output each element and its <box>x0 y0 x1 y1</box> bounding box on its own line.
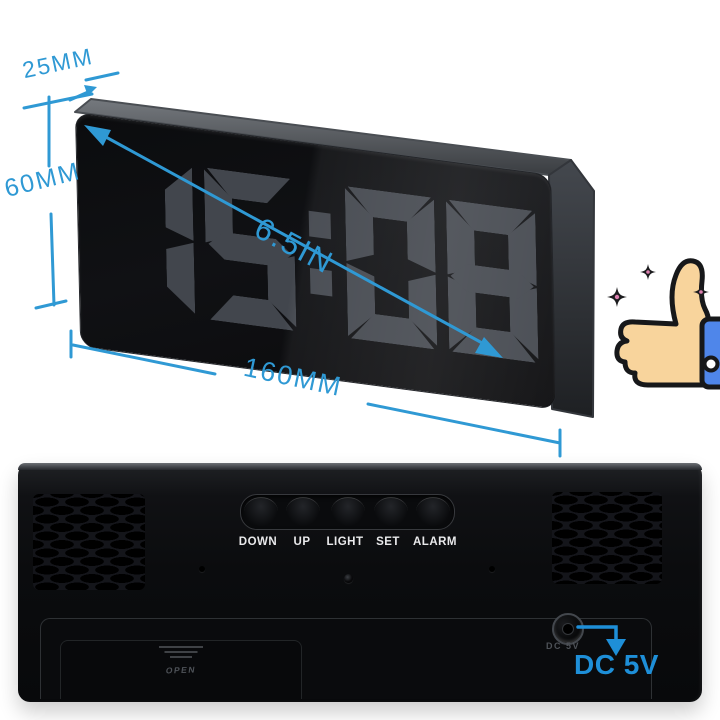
dc-voltage-callout: DC 5V <box>574 649 659 680</box>
clock-side-face <box>548 159 595 418</box>
button-label-up: UP <box>293 536 311 548</box>
dc-jack-port <box>552 613 584 645</box>
dc-arrow <box>576 625 626 656</box>
clock-back-panel: DOWN UP LIGHT SET ALARM OPEN DC 5V DC 5V <box>18 463 702 702</box>
dc-jack-pin-hole <box>562 623 574 635</box>
speaker-grille-right <box>552 492 662 584</box>
button-down <box>244 497 278 526</box>
button-label-down: DOWN <box>238 536 278 548</box>
speaker-grille-left <box>33 494 145 590</box>
vent-hole-right <box>489 566 495 572</box>
button-alarm <box>416 497 450 526</box>
vent-hole-left <box>199 566 205 572</box>
button-up <box>286 497 320 526</box>
button-label-set: SET <box>376 536 400 548</box>
battery-door-open-label: OPEN <box>165 664 197 676</box>
screw <box>344 574 353 583</box>
button-tray <box>240 494 455 530</box>
battery-door: OPEN <box>60 640 302 699</box>
button-label-alarm: ALARM <box>412 536 458 548</box>
button-label-light: LIGHT <box>326 536 364 548</box>
top-edge-bevel <box>18 463 702 470</box>
button-light <box>331 497 365 526</box>
button-set <box>374 497 408 526</box>
dc-port-engraved-label: DC 5V <box>546 641 581 651</box>
